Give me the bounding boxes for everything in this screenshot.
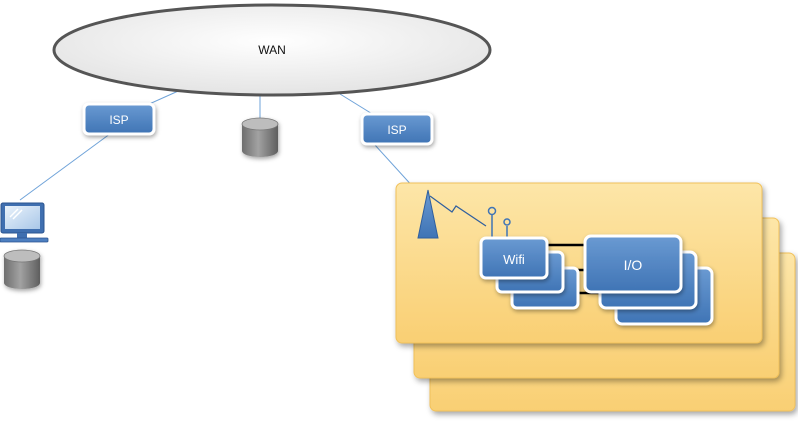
- wifi-label: Wifi: [503, 252, 525, 267]
- isp-node-right: ISP: [360, 112, 434, 146]
- wifi-device-front: [479, 236, 549, 280]
- isp-node-left: ISP: [82, 102, 156, 136]
- wan-label: WAN: [258, 43, 286, 57]
- wan-cloud: WAN: [52, 3, 492, 97]
- io-label: I/O: [624, 257, 643, 273]
- isp-left-label: ISP: [109, 113, 128, 127]
- wireless-link-icon: [429, 195, 487, 227]
- io-module-stack: I/O: [583, 234, 714, 326]
- isp-right-label: ISP: [387, 123, 406, 137]
- io-module-front: [583, 234, 683, 294]
- workstation-storage-icon: [3, 249, 41, 289]
- link-pc-to-isp-left: [19, 127, 119, 201]
- antenna-tower-icon: [417, 189, 439, 239]
- storage-cylinder-icon: [241, 117, 279, 157]
- desktop-computer-icon: [0, 202, 49, 243]
- site-stack: [395, 182, 796, 412]
- wifi-device-stack: Wifi: [479, 236, 580, 310]
